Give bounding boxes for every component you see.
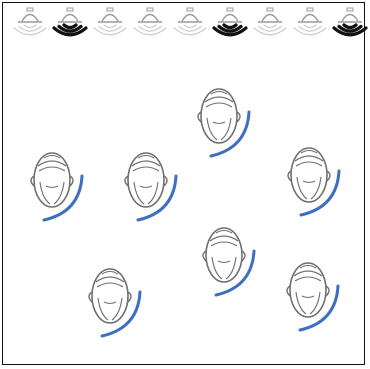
listener-head-icon <box>287 263 338 330</box>
listener-head-icon <box>203 228 254 295</box>
listener-head-icon <box>89 269 140 336</box>
listener-head-icon <box>125 153 176 220</box>
listener-head-icon <box>31 153 82 220</box>
listener-head-icon <box>288 148 339 215</box>
listener-head-icon <box>198 89 249 156</box>
